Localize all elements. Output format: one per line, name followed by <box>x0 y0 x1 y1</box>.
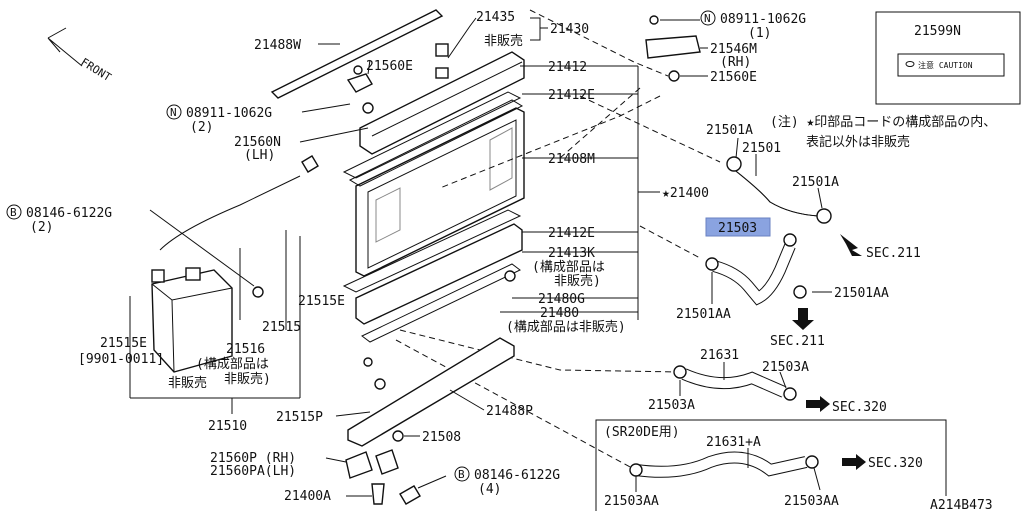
upper-hose-21501 <box>726 156 832 224</box>
part-label-21560e-a[interactable]: 21560E <box>366 59 413 74</box>
nut-symbol-n-b: N <box>704 12 711 25</box>
bolt-21400a <box>371 483 385 505</box>
part-label-21488p[interactable]: 21488P <box>486 404 533 419</box>
seal-strip-21488w <box>270 9 444 99</box>
comp-not-sold-1: (構成部品は <box>532 260 605 275</box>
part-label-08911-b[interactable]: 08911-1062G <box>720 12 806 27</box>
part-label-21480[interactable]: 21480 <box>540 306 579 321</box>
support-21515p <box>347 337 515 447</box>
part-label-21503[interactable]: 21503 <box>718 221 757 236</box>
part-label-21400a[interactable]: 21400A <box>284 489 331 504</box>
part-label-21515e-a[interactable]: 21515E <box>100 336 147 351</box>
part-label-08911-a[interactable]: 08911-1062G <box>186 106 272 121</box>
part-label-21412e-b[interactable]: 21412E <box>548 226 595 241</box>
rh-label: (RH) <box>720 55 751 70</box>
highlight-21503 <box>705 217 771 237</box>
diagram-code: A214B473 <box>930 498 993 511</box>
bracket-21546m <box>645 15 701 82</box>
lower-tank <box>342 209 523 343</box>
part-label-21501[interactable]: 21501 <box>742 141 781 156</box>
sec211-label-a[interactable]: SEC.211 <box>866 246 921 261</box>
radiator-core <box>355 107 525 277</box>
part-label-21503a-b[interactable]: 21503A <box>762 360 809 375</box>
part-label-21503a-a[interactable]: 21503A <box>648 398 695 413</box>
arrow-sec211-b-icon <box>792 308 814 330</box>
part-label-21501aa-a[interactable]: 21501AA <box>676 307 731 322</box>
not-sold-label-1: 非販売 <box>484 33 523 49</box>
qty-label-1: (1) <box>748 26 771 41</box>
part-label-21515p[interactable]: 21515P <box>276 410 323 425</box>
part-label-21631a[interactable]: 21631+A <box>706 435 761 450</box>
part-label-21503aa-b[interactable]: 21503AA <box>784 494 839 509</box>
comp-not-sold-3: (構成部品は非販売) <box>506 319 626 335</box>
part-label-21408m[interactable]: 21408M <box>548 152 595 167</box>
part-label-21480g[interactable]: 21480G <box>538 292 585 307</box>
qty-label-2b: (2) <box>30 220 53 235</box>
caution-text: 注意 CAUTION <box>918 60 973 70</box>
note-line-2: 表記以外は非販売 <box>806 134 910 150</box>
part-label-21516[interactable]: 21516 <box>226 342 265 357</box>
bracket-21560e <box>346 65 374 114</box>
front-label: FRONT <box>78 56 113 85</box>
sec320-label-a[interactable]: SEC.320 <box>832 400 887 415</box>
part-label-21546m[interactable]: 21546M <box>710 42 757 57</box>
reservoir-tank-21510 <box>151 267 264 373</box>
part-label-21412e-a[interactable]: 21412E <box>548 88 595 103</box>
part-label-21501aa-b[interactable]: 21501AA <box>834 286 889 301</box>
part-label-21560p[interactable]: 21560P (RH) <box>210 451 296 466</box>
comp-not-sold-2: 非販売) <box>554 273 601 289</box>
sec211-label-b[interactable]: SEC.211 <box>770 334 825 349</box>
date-range-label: [9901-0011] <box>78 352 164 367</box>
lh-label-a: (LH) <box>244 148 275 163</box>
part-label-21501a-b[interactable]: 21501A <box>792 175 839 190</box>
note-line-1: (注) ★印部品コードの構成部品の内、 <box>770 114 996 130</box>
arrow-sec320-a-icon <box>806 396 830 412</box>
part-label-21503aa-a[interactable]: 21503AA <box>604 494 659 509</box>
bolt-symbol-b-b: B <box>458 468 465 481</box>
part-label-21413k[interactable]: 21413K <box>548 246 595 261</box>
lower-hose-21503 <box>705 233 807 306</box>
qty-label-2a: (2) <box>190 120 213 135</box>
not-sold-label-2: 非販売 <box>168 375 207 391</box>
part-label-21488w[interactable]: 21488W <box>254 38 301 53</box>
part-label-08146-a[interactable]: 08146-6122G <box>26 206 112 221</box>
part-label-21510[interactable]: 21510 <box>208 419 247 434</box>
heater-hose-21631 <box>673 365 797 401</box>
part-label-08146-b[interactable]: 08146-6122G <box>474 468 560 483</box>
qty-label-4: (4) <box>478 482 501 497</box>
arrow-sec211-a-icon <box>840 234 862 256</box>
part-label-21400[interactable]: ★21400 <box>662 186 709 201</box>
caution-label-box <box>875 11 1021 105</box>
part-label-21560pa[interactable]: 21560PA(LH) <box>210 464 296 479</box>
mount-bracket-21560p <box>345 449 399 479</box>
part-label-21631[interactable]: 21631 <box>700 348 739 363</box>
nut-symbol-n-a: N <box>170 106 177 119</box>
bolt-08146 <box>399 485 421 505</box>
upper-tank <box>359 43 525 155</box>
sr20de-label: (SR20DE用) <box>604 425 680 440</box>
comp-not-sold-5: 非販売) <box>224 371 271 387</box>
arrow-sec320-b-icon <box>842 454 866 470</box>
front-arrow-icon <box>47 27 83 67</box>
part-label-21508[interactable]: 21508 <box>422 430 461 445</box>
part-label-21599n[interactable]: 21599N <box>914 24 961 39</box>
part-label-21560e-b[interactable]: 21560E <box>710 70 757 85</box>
part-label-21435[interactable]: 21435 <box>476 10 515 25</box>
bolt-symbol-b-a: B <box>10 206 17 219</box>
gasket-21412 <box>342 91 524 187</box>
heater-hose-21631a <box>629 451 819 478</box>
part-label-21501a-a[interactable]: 21501A <box>706 123 753 138</box>
comp-not-sold-4: (構成部品は <box>196 357 269 372</box>
sr20de-variant-box <box>595 419 947 511</box>
part-label-21515[interactable]: 21515 <box>262 320 301 335</box>
part-label-21515e-b[interactable]: 21515E <box>298 294 345 309</box>
sec320-label-b[interactable]: SEC.320 <box>868 456 923 471</box>
part-label-21560n[interactable]: 21560N <box>234 135 281 150</box>
part-label-21412[interactable]: 21412 <box>548 60 587 75</box>
